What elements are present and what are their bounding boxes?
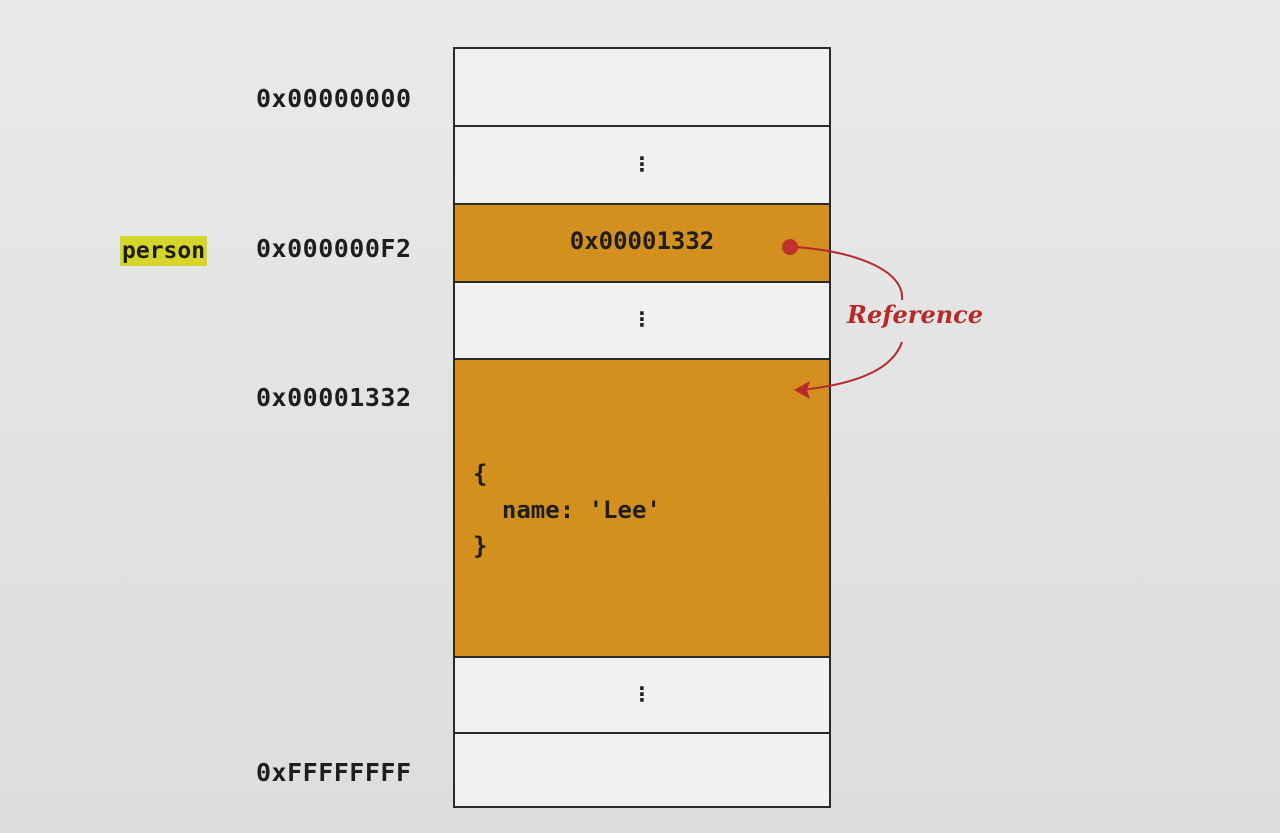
memory-cell-gap: ⋮ (455, 283, 829, 360)
memory-cell-gap: ⋮ (455, 127, 829, 205)
ellipsis-icon: ⋮ (632, 307, 652, 331)
object-literal: { name: 'Lee' } (473, 460, 661, 560)
memory-cell-start (455, 49, 829, 127)
memory-cell-gap: ⋮ (455, 658, 829, 734)
memory-cell-object: { name: 'Lee' } (455, 360, 829, 658)
reference-label: Reference (847, 300, 984, 329)
person-cell-value: 0x00001332 (569, 227, 715, 255)
memory-block: ⋮ 0x00001332 ⋮ { name: 'Lee' } ⋮ (453, 47, 831, 808)
ellipsis-icon: ⋮ (632, 152, 652, 176)
memory-cell-person: 0x00001332 (455, 205, 829, 283)
address-label-object: 0x00001332 (256, 383, 412, 412)
address-label-person: 0x000000F2 (256, 234, 412, 263)
address-label-start: 0x00000000 (256, 84, 412, 113)
address-label-end: 0xFFFFFFFF (256, 758, 412, 787)
variable-name-label: person (120, 236, 208, 266)
ellipsis-icon: ⋮ (632, 682, 652, 706)
memory-cell-end (455, 734, 829, 806)
